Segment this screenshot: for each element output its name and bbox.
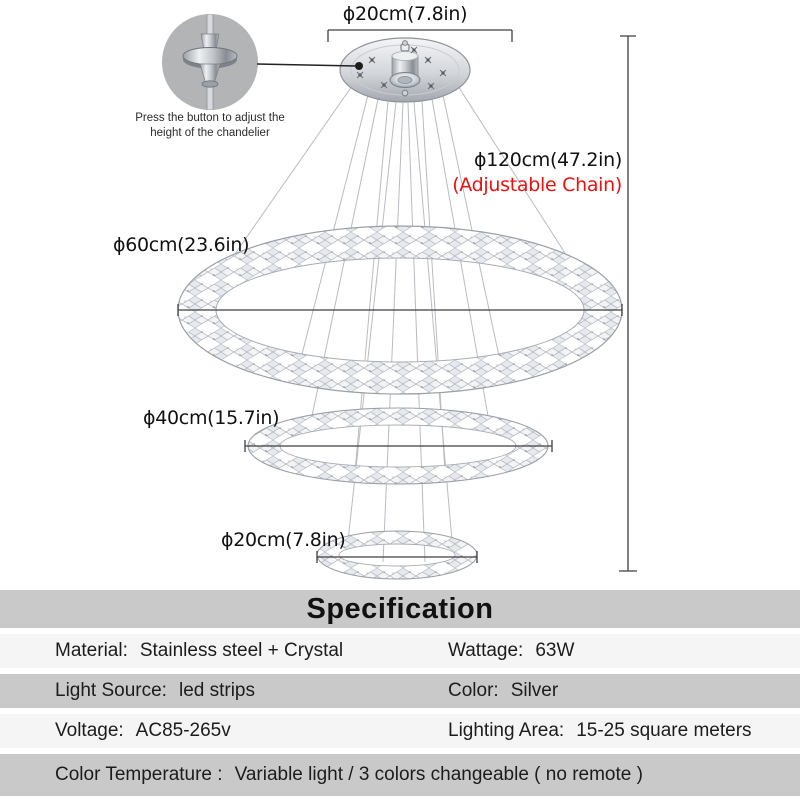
chandelier-illustration [162, 14, 637, 580]
spec-label-lighting-area: Lighting Area: [448, 720, 565, 741]
adjustable-chain-note: (Adjustable Chain) [452, 174, 622, 196]
specification-table: Specification Material: Stainless steel … [0, 590, 800, 796]
canopy-width-bracket [327, 29, 513, 42]
spec-cell-wattage: Wattage: 63W [448, 640, 800, 662]
large-ring-diameter-line [177, 304, 623, 316]
spec-cell-color: Color: Silver [448, 680, 800, 702]
chain-height-line [619, 35, 637, 572]
inset-pointer-dot [355, 62, 363, 70]
spec-cell-material: Material: Stainless steel + Crystal [0, 640, 448, 662]
large-ring-diameter-label: ϕ60cm(23.6in) [113, 234, 250, 256]
spec-value-light-source: led strips [178, 680, 255, 701]
inset-caption-line2: height of the chandelier [150, 127, 270, 139]
spec-label-light-source: Light Source: [55, 680, 167, 701]
specification-title: Specification [0, 590, 800, 628]
adjuster-button-inset [162, 14, 363, 110]
inset-pointer-line [256, 63, 357, 67]
spec-row-lightsource-color: Light Source: led strips Color: Silver [0, 674, 800, 708]
spec-label-wattage: Wattage: [448, 640, 524, 661]
spec-cell-light-source: Light Source: led strips [0, 680, 448, 702]
spec-cell-lighting-area: Lighting Area: 15-25 square meters [448, 720, 800, 742]
medium-ring-diameter-line [244, 440, 553, 452]
inset-caption-line1: Press the button to adjust the [135, 112, 285, 124]
spec-value-wattage: 63W [535, 640, 575, 661]
spec-label-color: Color: [448, 680, 499, 701]
spec-value-material: Stainless steel + Crystal [139, 640, 344, 661]
ceiling-canopy [339, 37, 471, 103]
spec-value-lighting-area: 15-25 square meters [576, 720, 752, 741]
spec-label-color-temperature: Color Temperature : [55, 764, 223, 785]
chain-length-label: ϕ120cm(47.2in) [473, 149, 622, 171]
wire-grip-studs [356, 46, 447, 90]
spec-value-color: Silver [510, 680, 559, 701]
spec-label-material: Material: [55, 640, 128, 661]
spec-label-voltage: Voltage: [55, 720, 124, 741]
spec-value-voltage: AC85-265v [135, 720, 231, 741]
spec-cell-color-temperature: Color Temperature : Variable light / 3 c… [0, 764, 643, 786]
measurement-lines [177, 29, 637, 572]
canopy-diameter-label: ϕ20cm(7.8in) [342, 3, 468, 25]
spec-cell-voltage: Voltage: AC85-265v [0, 720, 448, 742]
spec-row-color-temperature: Color Temperature : Variable light / 3 c… [0, 754, 800, 796]
medium-ring-diameter-label: ϕ40cm(15.7in) [143, 407, 280, 429]
small-ring-diameter-label: ϕ20cm(7.8in) [221, 529, 346, 551]
spec-row-voltage-area: Voltage: AC85-265v Lighting Area: 15-25 … [0, 714, 800, 748]
spec-value-color-temperature: Variable light / 3 colors changeable ( n… [234, 764, 643, 785]
spec-row-material-wattage: Material: Stainless steel + Crystal Watt… [0, 634, 800, 668]
small-ring-diameter-line [316, 551, 478, 563]
